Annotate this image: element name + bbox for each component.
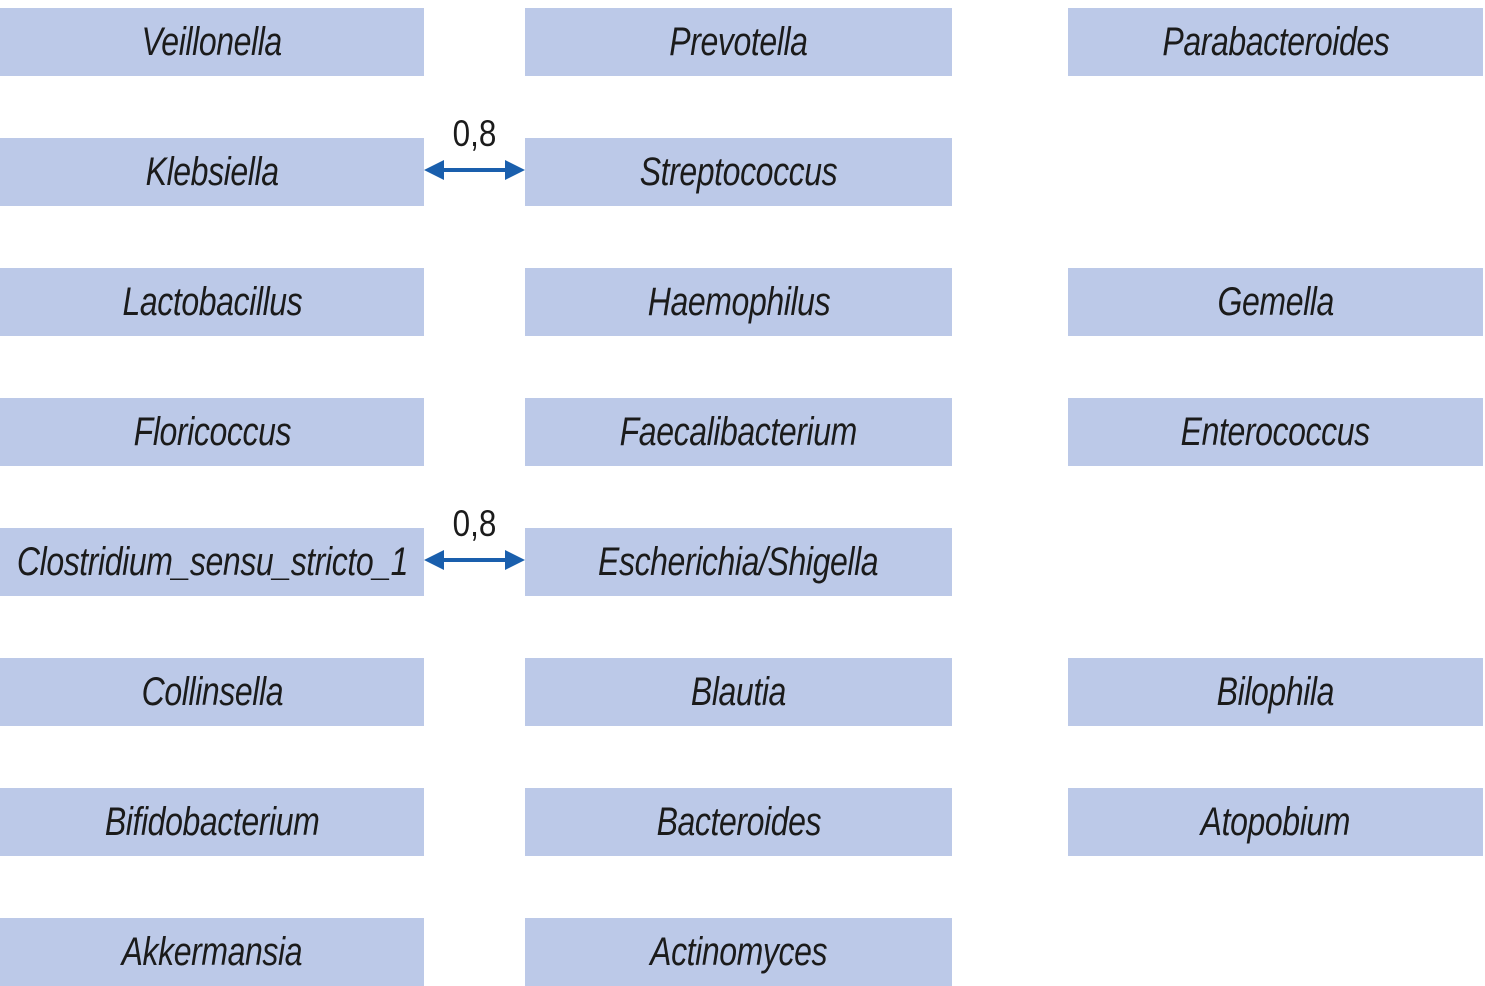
node-label: Gemella (1217, 279, 1334, 324)
node-veillonella: Veillonella (0, 8, 424, 76)
node-streptococcus: Streptococcus (525, 138, 952, 206)
node-label: Enterococcus (1180, 409, 1371, 454)
node-akkermansia: Akkermansia (0, 918, 424, 986)
node-prevotella: Prevotella (525, 8, 952, 76)
node-label: Actinomyces (650, 929, 827, 974)
node-label: Bilophila (1216, 669, 1335, 714)
node-parabacteroides: Parabacteroides (1068, 8, 1483, 76)
node-label: Blautia (690, 669, 787, 714)
node-collinsella: Collinsella (0, 658, 424, 726)
node-lactobacillus: Lactobacillus (0, 268, 424, 336)
node-enterococcus: Enterococcus (1068, 398, 1483, 466)
node-label: Atopobium (1200, 799, 1351, 844)
node-label: Streptococcus (639, 149, 838, 194)
node-bilophila: Bilophila (1068, 658, 1483, 726)
node-bacteroides: Bacteroides (525, 788, 952, 856)
node-bifidobacterium: Bifidobacterium (0, 788, 424, 856)
node-label: Escherichia/Shigella (598, 539, 879, 584)
node-label: Bifidobacterium (104, 799, 320, 844)
double-arrow-icon (424, 160, 525, 180)
node-escherichia-shigella: Escherichia/Shigella (525, 528, 952, 596)
edge-weight-label: 0,8 (452, 503, 497, 544)
node-label: Lactobacillus (122, 279, 302, 324)
node-haemophilus: Haemophilus (525, 268, 952, 336)
edge-weight-label: 0,8 (452, 113, 497, 154)
edge-clostridium-escherichia: 0,8 (424, 503, 525, 576)
node-gemella: Gemella (1068, 268, 1483, 336)
node-label: Prevotella (669, 19, 808, 64)
node-atopobium: Atopobium (1068, 788, 1483, 856)
node-label: Bacteroides (656, 799, 821, 844)
node-label: Haemophilus (647, 279, 830, 324)
node-actinomyces: Actinomyces (525, 918, 952, 986)
node-blautia: Blautia (525, 658, 952, 726)
edge-klebsiella-streptococcus: 0,8 (424, 113, 525, 186)
node-label: Veillonella (141, 19, 283, 64)
node-klebsiella: Klebsiella (0, 138, 424, 206)
node-label: Faecalibacterium (619, 409, 858, 454)
node-label: Clostridium_sensu_stricto_1 (16, 539, 408, 584)
node-faecalibacterium: Faecalibacterium (525, 398, 952, 466)
node-clostridium-sensu-stricto-1: Clostridium_sensu_stricto_1 (0, 528, 424, 596)
node-label: Parabacteroides (1161, 19, 1390, 64)
node-label: Floricoccus (133, 409, 291, 454)
node-floricoccus: Floricoccus (0, 398, 424, 466)
node-label: Akkermansia (121, 929, 303, 974)
node-label: Klebsiella (145, 149, 279, 194)
node-label: Collinsella (141, 669, 283, 714)
double-arrow-icon (424, 550, 525, 570)
